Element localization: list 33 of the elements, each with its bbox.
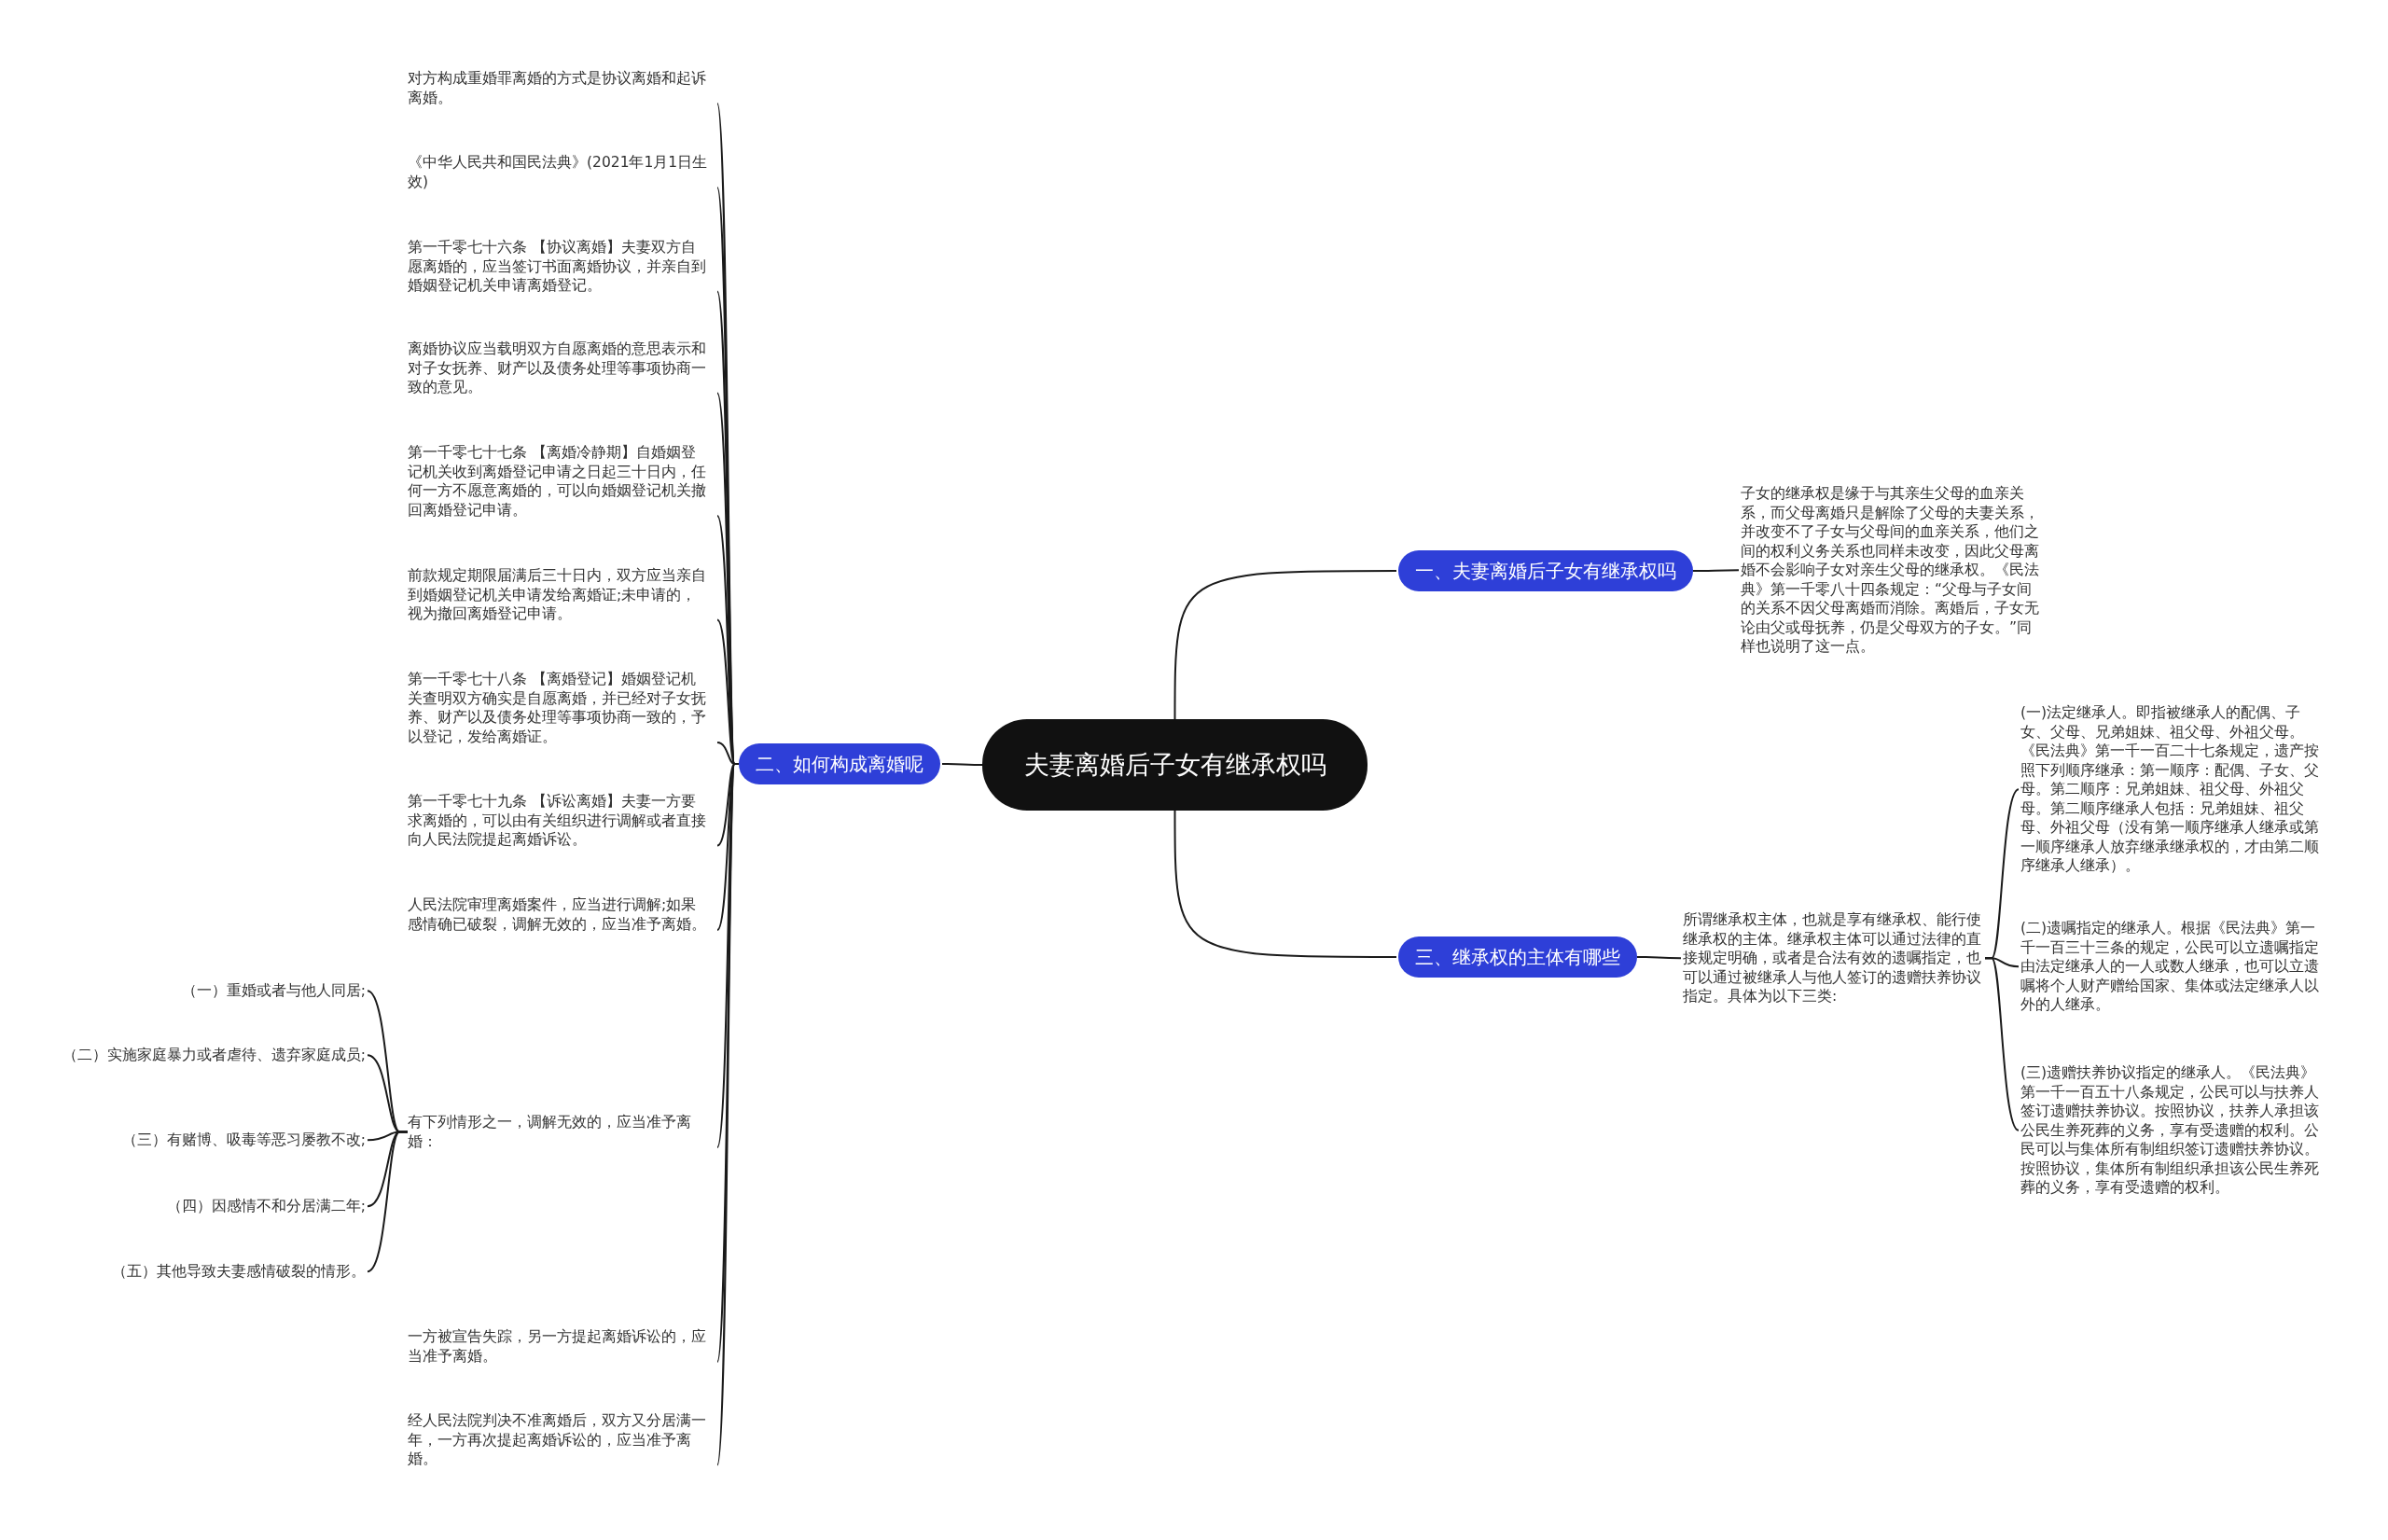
note-text: 第一千零七十九条 【诉讼离婚】夫妻一方要求离婚的，可以由有关组织进行调解或者直接向人民法院提起离婚诉讼。: [408, 792, 710, 850]
connector-line: [1692, 569, 1740, 572]
note-text: 前款规定期限届满后三十日内，双方应当亲自到婚姻登记机关申请发给离婚证;未申请的，视为撤回离婚登记申请。: [408, 566, 710, 624]
note-text: (二)遗嘱指定的继承人。根据《民法典》第一千一百三十三条的规定，公民可以立遗嘱指定由法定继承人的一人或数人继承，也可以立遗嘱将个人财产赠给国家、集体或法定继承人以外的人继承。: [2020, 919, 2323, 1015]
note-text: 所谓继承权主体，也就是享有继承权、能行使继承权的主体。继承权主体可以通过法律的直接规定明确，或者是合法有效的遗嘱指定，也可以通过被继承人与他人签订的遗赠扶养协议指定。具体为以下三类:: [1683, 910, 1985, 1006]
list-item-text: （二）实施家庭暴力或者虐待、遗弃家庭成员;: [56, 1046, 366, 1065]
note-text: 第一千零七十八条 【离婚登记】婚姻登记机关查明双方确实是自愿离婚，并已经对子女抚养、财产以及债务处理等事项协商一致的，予以登记，发给离婚证。: [408, 670, 710, 746]
note-text: 对方构成重婚罪离婚的方式是协议离婚和起诉离婚。: [408, 69, 710, 107]
note-text: 离婚协议应当载明双方自愿离婚的意思表示和对子女抚养、财产以及债务处理等事项协商一致的意见。: [408, 340, 710, 397]
note-text: 子女的继承权是缘于与其亲生父母的血亲关系，而父母离婚只是解除了父母的夫妻关系，并改变不了子女与父母间的血亲关系，他们之间的权利义务关系也同样未改变，因此父母离婚不会影响子女对亲生父母的继承权。《民法典》第一千零八十四条规定：“父母与子女间的关系不因父母离婚而消除。离婚后，子女无论由父或母抚养，仍是父母双方的子女。”同样也说明了这一点。: [1741, 484, 2045, 657]
note-text: 第一千零七十七条 【离婚冷静期】自婚姻登记机关收到离婚登记申请之日起三十日内，任何一方不愿意离婚的，可以向婚姻登记机关撤回离婚登记申请。: [408, 443, 710, 520]
note-text: 人民法院审理离婚案件，应当进行调解;如果感情确已破裂，调解无效的，应当准予离婚。: [408, 895, 710, 934]
list-item-text: （一）重婚或者与他人同居;: [93, 981, 366, 1001]
note-text: 《中华人民共和国民法典》(2021年1月1日生效): [408, 153, 710, 191]
note-text: (三)遗赠扶养协议指定的继承人。《民法典》第一千一百五十八条规定，公民可以与扶养人签订遗赠扶养协议。按照协议，扶养人承担该公民生养死葬的义务，享有受遗赠的权利。公民可以与集体所有制组织签订遗赠扶养协议。按照协议，集体所有制组织承担该公民生养死葬的义务，享有受遗赠的权利。: [2020, 1063, 2323, 1198]
connector-line: [1984, 957, 2020, 1131]
connector-line: [367, 1131, 409, 1273]
connector-line: [941, 763, 983, 766]
branch-topic: 三、继承权的主体有哪些: [1398, 936, 1637, 978]
list-item-text: （四）因感情不和分居满二年;: [93, 1197, 366, 1216]
branch-topic: 二、如何构成离婚呢: [739, 743, 940, 784]
note-text: 一方被宣告失踪，另一方提起离婚诉讼的，应当准予离婚。: [408, 1327, 710, 1366]
list-item-text: （三）有赌博、吸毒等恶习屡教不改;: [93, 1131, 366, 1150]
branch-topic: 一、夫妻离婚后子女有继承权吗: [1398, 550, 1693, 591]
connector-line: [1173, 570, 1397, 720]
central-topic: 夫妻离婚后子女有继承权吗: [982, 719, 1368, 811]
connector-line: [1173, 810, 1397, 958]
connector-line: [1636, 956, 1682, 960]
list-item-text: （五）其他导致夫妻感情破裂的情形。: [93, 1262, 366, 1282]
note-text: 经人民法院判决不准离婚后，双方又分居满一年，一方再次提起离婚诉讼的，应当准予离婚。: [408, 1411, 710, 1469]
note-text: 有下列情形之一，调解无效的，应当准予离婚：: [408, 1113, 710, 1151]
note-text: (一)法定继承人。即指被继承人的配偶、子女、父母、兄弟姐妹、祖父母、外祖父母。《民法典》第一千一百二十七条规定，遗产按照下列顺序继承：第一顺序：配偶、子女、父母。第二顺序：兄弟姐妹、祖父母、外祖父母。第二顺序继承人包括：兄弟姐妹、祖父母、外祖父母（没有第一顺序继承人继承或第一顺序继承人放弃继承继承权的，才由第二顺序继承人继承）。: [2020, 703, 2323, 876]
note-text: 第一千零七十六条 【协议离婚】夫妻双方自愿离婚的，应当签订书面离婚协议，并亲自到婚姻登记机关申请离婚登记。: [408, 238, 710, 296]
